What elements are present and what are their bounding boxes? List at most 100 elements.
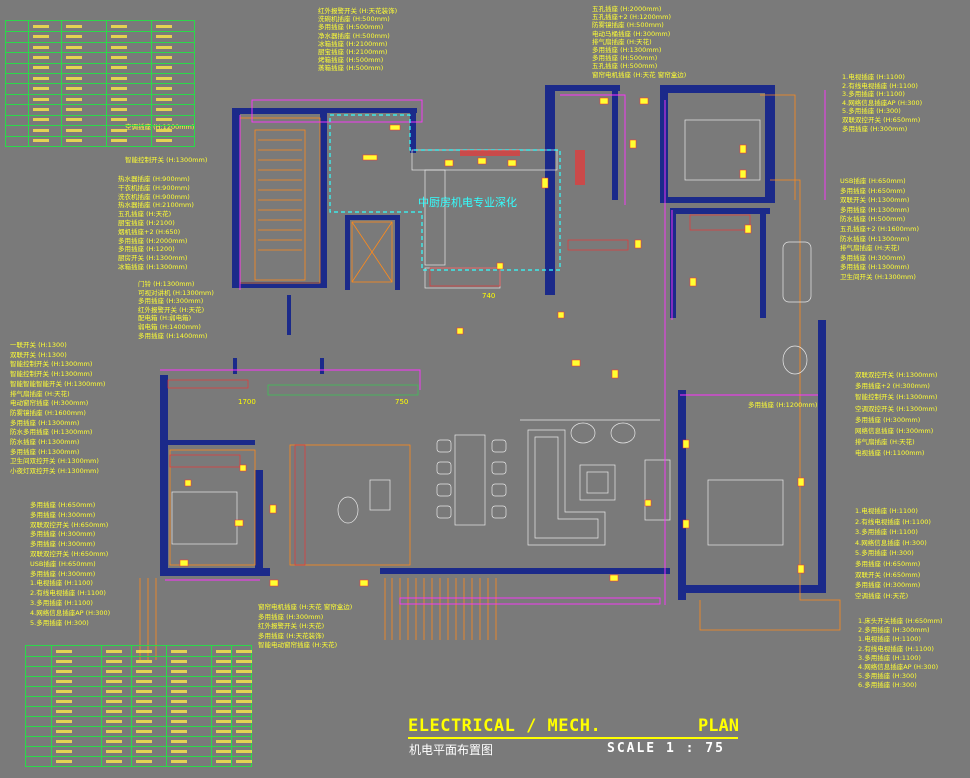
callout-left-lower: 一联开关 (H:1300) bbox=[10, 341, 67, 349]
legend-row bbox=[6, 93, 194, 106]
callout-left-mid: 洗衣机插座 (H:900mm) bbox=[118, 192, 190, 201]
callout-right-mid: 卫生间开关 (H:1300mm) bbox=[840, 273, 916, 281]
callout-top-right: 五孔插座 (H:500mm) bbox=[592, 62, 658, 71]
legend-row bbox=[26, 676, 252, 687]
callout-right-mid: 防水插座 (H:1300mm) bbox=[840, 234, 910, 243]
callout-right-bottom: 5.多用插座 (H:300) bbox=[855, 549, 914, 558]
callout-left-bottom: 2.有线电视插座 (H:1100) bbox=[30, 589, 106, 598]
callout-right-mid: 多用插座 (H:1300mm) bbox=[840, 263, 910, 272]
legend-row bbox=[26, 666, 252, 677]
title-scale: SCALE 1 : 75 bbox=[607, 741, 725, 756]
legend-row bbox=[26, 696, 252, 707]
callout-left-center: 配电箱 (H:弱电箱) bbox=[138, 314, 192, 323]
callout-right-lower: 双联双控开关 (H:1300mm) bbox=[855, 371, 938, 379]
callout-right-footer: 5.多用插座 (H:300) bbox=[858, 672, 917, 681]
callout-right-mid: 五孔插座+2 (H:1600mm) bbox=[840, 225, 920, 233]
callout-left-mid: 多用插座 (H:1200) bbox=[118, 245, 175, 254]
legend-row bbox=[6, 62, 194, 75]
callout-left-bottom: 多用插座 (H:300mm) bbox=[30, 530, 96, 539]
callout-right-footer: 3.多用插座 (H:1100) bbox=[858, 653, 921, 662]
callout-right-mid: 多用插座 (H:1300mm) bbox=[840, 205, 910, 214]
callout-left-lower: 智能智能智能开关 (H:1300mm) bbox=[10, 379, 106, 388]
callout-right-upper: 1.电视插座 (H:1100) bbox=[842, 73, 905, 81]
callout-left-bottom: 多用插座 (H:650mm) bbox=[30, 501, 96, 509]
callout-right-footer: 1.电视插座 (H:1100) bbox=[858, 635, 921, 644]
legend-row bbox=[26, 706, 252, 717]
callout-left-lower: 防雾镜插座 (H:1600mm) bbox=[10, 408, 86, 417]
legend-row bbox=[6, 125, 194, 137]
callout-top-right: 五孔插座+2 (H:1200mm) bbox=[592, 13, 672, 22]
callout-left-lower: 多用插座 (H:1300mm) bbox=[10, 447, 80, 456]
callout-left-mid: 厨宝插座 (H:2100) bbox=[118, 219, 175, 227]
callout-bottom-center: 多用插座 (H:300mm) bbox=[258, 612, 324, 621]
callout-right-upper: 双联双控开关 (H:650mm) bbox=[842, 116, 921, 124]
callout-left-bottom: 1.电视插座 (H:1100) bbox=[30, 579, 93, 588]
legend-row bbox=[6, 41, 194, 54]
callout-left-mid: 热水器插座 (H:2100mm) bbox=[118, 201, 194, 210]
legend-row bbox=[6, 83, 194, 95]
callout-left-bottom: 5.多用插座 (H:300) bbox=[30, 618, 89, 627]
legend-row bbox=[6, 73, 194, 85]
callout-top-center: 洗碗机插座 (H:500mm) bbox=[318, 15, 390, 24]
legend-row bbox=[26, 716, 252, 727]
callout-top-center: 厨宝插座 (H:2100mm) bbox=[318, 48, 388, 56]
legend-row bbox=[26, 646, 252, 657]
callout-top-center: 净水器插座 (H:500mm) bbox=[318, 31, 390, 40]
callout-right-lower: 智能控制开关 (H:1300mm) bbox=[855, 393, 938, 402]
fixture-blocks bbox=[167, 150, 751, 566]
callout-left-upper: 智能控制开关 (H:1300mm) bbox=[125, 156, 208, 164]
dimension-750: 750 bbox=[395, 398, 409, 406]
legend-row bbox=[6, 104, 194, 116]
callout-left-lower: 小夜灯双控开关 (H:1300mm) bbox=[10, 467, 99, 476]
legend-table-bottom bbox=[25, 645, 252, 767]
legend-row bbox=[6, 31, 194, 43]
callout-right-footer: 2.多用插座 (H:300mm) bbox=[858, 626, 930, 635]
callout-left-lower: 卫生间双控开关 (H:1300mm) bbox=[10, 457, 99, 466]
callout-right-bottom: 3.多用插座 (H:1100) bbox=[855, 528, 918, 537]
legend-row bbox=[6, 135, 194, 147]
callout-left-center: 门铃 (H:1300mm) bbox=[138, 280, 195, 288]
callout-left-lower: 多用插座 (H:1300mm) bbox=[10, 418, 80, 427]
legend-table-top bbox=[5, 20, 195, 147]
callout-top-right: 多用插座 (H:1300mm) bbox=[592, 46, 662, 54]
legend-row bbox=[6, 114, 194, 127]
callout-left-mid: 厨房开关 (H:1300mm) bbox=[118, 254, 188, 263]
callout-left-center: 可视对讲机 (H:1300mm) bbox=[138, 288, 214, 297]
walls bbox=[160, 85, 826, 600]
callout-left-center: 红外报警开关 (H:天花) bbox=[138, 305, 205, 314]
callout-left-bottom: 多用插座 (H:300mm) bbox=[30, 510, 96, 519]
callout-right-footer: 1.床头开关插座 (H:650mm) bbox=[858, 617, 943, 625]
kitchen-dashed-box bbox=[329, 114, 561, 271]
callout-left-lower: 智能控制开关 (H:1300mm) bbox=[10, 370, 93, 379]
callout-center: 多用插座 (H:1200mm) bbox=[748, 401, 818, 409]
callout-top-center: 冰箱插座 (H:2100mm) bbox=[318, 39, 388, 48]
callout-top-right: 五孔插座 (H:2000mm) bbox=[592, 5, 662, 13]
callout-right-bottom: 4.网络信息插座 (H:300) bbox=[855, 538, 927, 547]
dimension-740: 740 bbox=[482, 292, 496, 300]
callout-top-center: 红外报警开关 (H:天花装饰) bbox=[318, 7, 398, 15]
legend-row bbox=[26, 726, 252, 737]
callout-right-footer: 4.网络信息插座AP (H:300) bbox=[858, 663, 939, 671]
callout-right-mid: USB插座 (H:650mm) bbox=[840, 177, 906, 185]
callout-right-upper: 3.多用插座 (H:1100) bbox=[842, 90, 905, 99]
callout-right-bottom: 空调插座 (H:天花) bbox=[855, 591, 909, 600]
legend-row bbox=[26, 656, 252, 667]
callout-left-bottom: 4.网络信息插座AP (H:300) bbox=[30, 608, 111, 617]
callout-bottom-center: 多用插座 (H:天花装饰) bbox=[258, 631, 325, 640]
callout-left-bottom: 3.多用插座 (H:1100) bbox=[30, 599, 93, 607]
callout-right-lower: 多用插座 (H:300mm) bbox=[855, 415, 921, 424]
callout-top-center: 蒸箱插座 (H:500mm) bbox=[318, 64, 384, 73]
legend-row bbox=[6, 52, 194, 64]
title-plan: PLAN bbox=[698, 716, 739, 736]
callout-right-upper: 5.多用插座 (H:300) bbox=[842, 107, 901, 116]
callout-left-center: 多用插座 (H:300mm) bbox=[138, 297, 204, 306]
callout-left-center: 弱电箱 (H:1400mm) bbox=[138, 323, 201, 331]
dimension-1700: 1700 bbox=[238, 398, 256, 406]
callout-top-center: 烤箱插座 (H:500mm) bbox=[318, 56, 384, 65]
callout-right-upper: 4.网络信息插座AP (H:300) bbox=[842, 98, 923, 107]
callout-right-bottom: 2.有线电视插座 (H:1100) bbox=[855, 517, 931, 526]
callout-top-right: 电动马桶插座 (H:300mm) bbox=[592, 29, 671, 38]
callout-left-center: 多用插座 (H:1400mm) bbox=[138, 331, 208, 340]
kitchen-note: 中厨房机电专业深化 bbox=[418, 196, 517, 209]
